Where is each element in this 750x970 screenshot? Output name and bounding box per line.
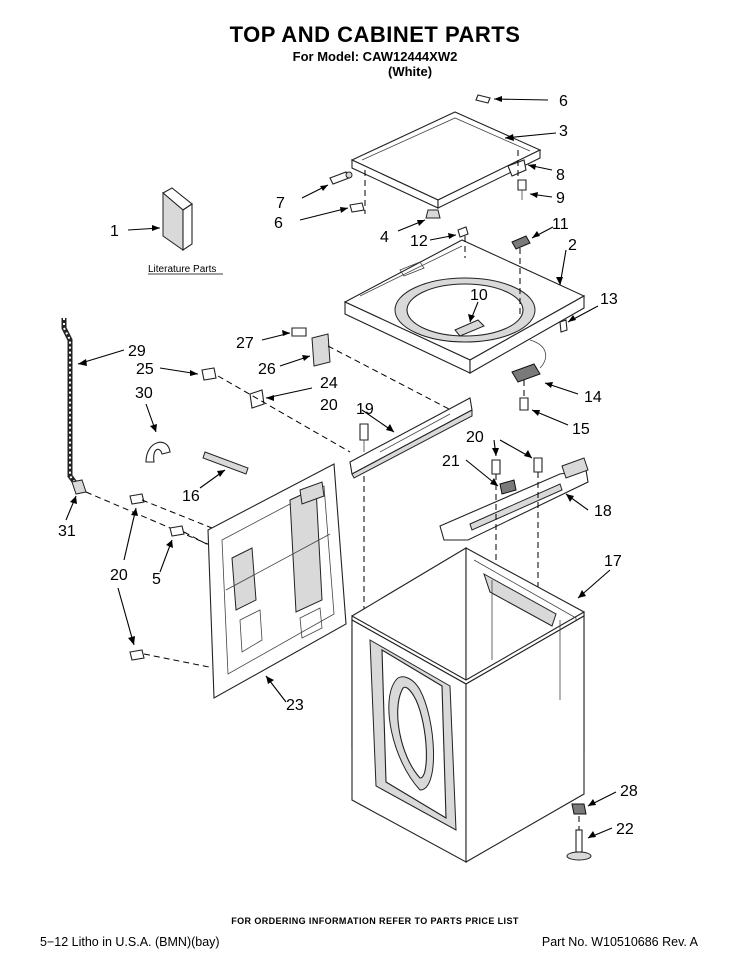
part-2-top-assembly [343,239,586,374]
callout-22: 22 [616,821,634,838]
litho-line: 5−12 Litho in U.S.A. (BMN)(bay) [40,935,220,949]
callout-9: 9 [556,190,565,207]
part-number: Part No. W10510686 Rev. A [541,935,698,949]
callout-29: 29 [128,343,146,360]
callout-19: 19 [356,401,374,418]
part-12-screw [429,226,469,241]
callout-20-left: 20 [110,567,128,584]
callout-25: 25 [136,361,154,378]
part-19-rear-brace [349,397,473,479]
callout-10: 10 [470,287,488,304]
part-20-screw-lower [117,587,145,661]
part-28-nut [571,791,617,815]
part-8-hinge [507,159,553,177]
callout-20-right: 20 [466,429,484,446]
part-31-strain-relief [65,479,87,521]
callout-6-left: 6 [274,215,283,232]
part-13-clip [559,305,599,333]
part-24-clip [249,387,313,409]
callout-20-top: 20 [320,397,338,414]
callout-11: 11 [552,216,569,233]
literature-parts-label: Literature Parts [148,264,216,275]
part-1-literature [127,187,193,252]
callout-16: 16 [182,488,200,505]
part-5-screw [159,525,185,573]
page-title: TOP AND CABINET PARTS [229,22,521,47]
callout-6-top: 6 [559,93,568,110]
callout-28: 28 [620,783,638,800]
ordering-note: FOR ORDERING INFORMATION REFER TO PARTS … [231,916,519,926]
part-27-screw [261,327,307,341]
part-11-switch [511,226,554,250]
part-21-clip [465,459,517,495]
callout-7: 7 [276,195,285,212]
part-16-cable-tie [199,451,249,489]
callout-15: 15 [572,421,590,438]
color-line: (White) [388,64,433,79]
callout-1: 1 [110,223,119,240]
part-23-rear-panel [207,463,347,703]
callout-13: 13 [600,291,618,308]
callout-24: 24 [320,375,338,392]
part-9-screw [517,179,553,200]
callout-21: 21 [442,453,460,470]
part-26-bracket [279,333,331,367]
callout-23: 23 [286,697,304,714]
callout-30: 30 [135,385,153,402]
part-3-lid [350,111,557,209]
model-line: For Model: CAW12444XW2 [292,49,458,64]
callout-3: 3 [559,123,568,140]
part-20-screw-brace [359,423,369,452]
callout-27: 27 [236,335,254,352]
part-18-front-brace [439,457,589,541]
part-30-hose [145,403,171,463]
part-4-bumper [397,209,441,232]
part-6-hinge-clip [299,202,365,221]
callout-18: 18 [594,503,612,520]
callout-5: 5 [152,571,161,588]
part-6-top-clip [475,94,549,104]
part-20-screw-right-b [533,457,543,473]
part-22-leveling-leg [566,816,613,861]
part-14-lid-switch [511,339,579,395]
callout-12: 12 [410,233,428,250]
callout-31: 31 [58,523,76,540]
part-15-screw [519,397,569,426]
part-17-cabinet [351,547,611,863]
callout-14: 14 [584,389,602,406]
part-20-screw-left [123,493,145,561]
part-7-screw [301,171,353,199]
part-20-screw-right-a [491,459,501,475]
callout-8: 8 [556,167,565,184]
part-25-screw [159,367,217,381]
callout-17: 17 [604,553,622,570]
callout-4: 4 [380,229,389,246]
callout-2: 2 [568,237,577,254]
part-29-power-cord [61,318,125,486]
callout-26: 26 [258,361,276,378]
